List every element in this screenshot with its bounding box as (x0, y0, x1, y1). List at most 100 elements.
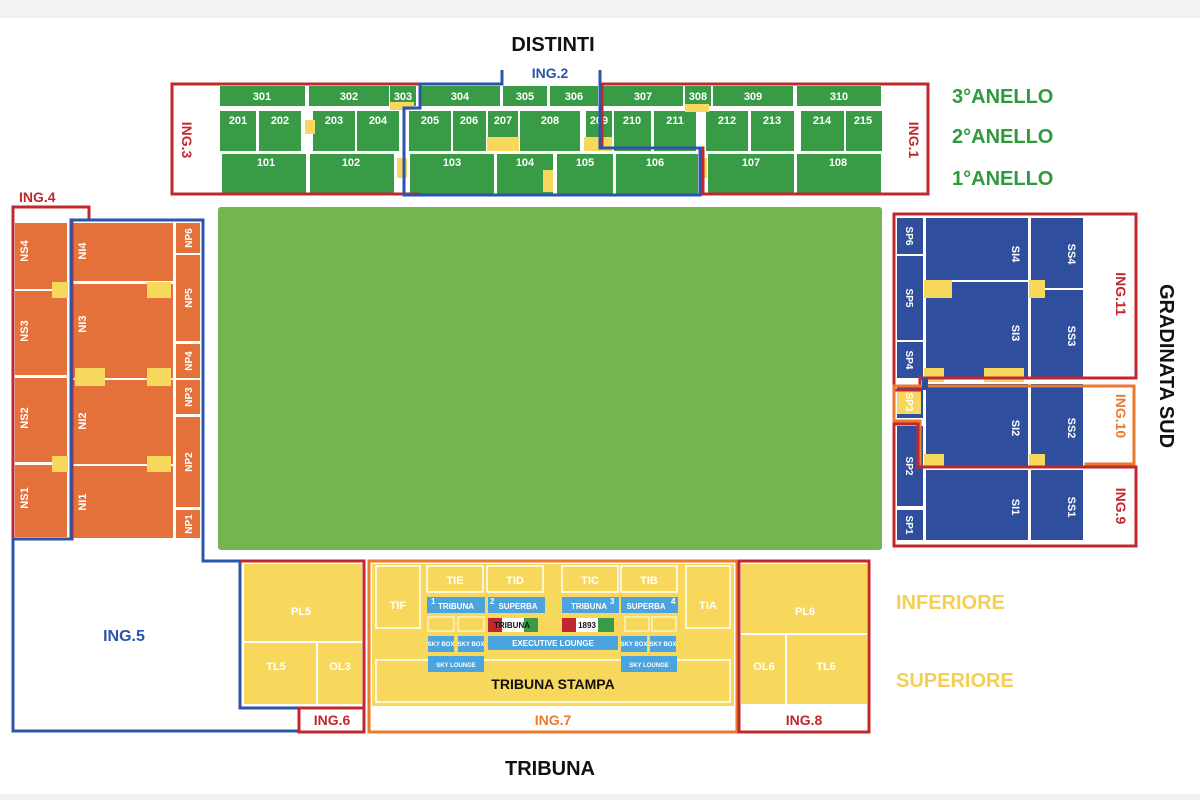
entrance-ing10[interactable]: ING.10 (1113, 394, 1129, 439)
sector-214[interactable] (801, 111, 844, 151)
sector-107[interactable] (708, 154, 794, 194)
sector-ni3[interactable] (73, 284, 173, 378)
sector-label: 106 (646, 157, 664, 169)
executive-lounge[interactable] (488, 636, 618, 650)
box-superba-2[interactable] (488, 597, 545, 613)
sector-203[interactable] (313, 111, 355, 151)
seat-block (427, 616, 455, 632)
sector-ni4[interactable] (73, 223, 173, 281)
sector-309[interactable] (713, 86, 793, 106)
sector-305[interactable] (503, 86, 547, 106)
sector-303[interactable] (390, 86, 416, 106)
sector-302[interactable] (309, 86, 389, 106)
entrance-ing7[interactable]: ING.7 (535, 712, 572, 728)
sector-208[interactable] (520, 111, 580, 151)
sector-215[interactable] (846, 111, 882, 151)
sector-ss4[interactable] (1031, 218, 1083, 288)
sector-101[interactable] (222, 154, 306, 194)
box-label: SKY BOX (621, 642, 648, 648)
stairway (147, 282, 171, 298)
sector-ss2[interactable] (1031, 384, 1083, 466)
entrance-ing9[interactable]: ING.9 (1113, 488, 1129, 525)
sector-np5[interactable] (176, 255, 200, 341)
sector-np6[interactable] (176, 223, 200, 253)
box-label: SKY LOUNGE (629, 663, 669, 669)
sector-label: PL5 (291, 606, 311, 618)
sector-label: SP1 (903, 516, 914, 535)
sector-106[interactable] (616, 154, 698, 194)
sector-np3[interactable] (176, 380, 200, 414)
sector-206[interactable] (453, 111, 486, 151)
sector-tia[interactable] (685, 565, 731, 629)
sector-sp4[interactable] (897, 342, 923, 378)
sector-308[interactable] (685, 86, 711, 106)
sector-108[interactable] (797, 154, 881, 194)
entrance-ing11[interactable]: ING.11 (1113, 272, 1129, 316)
sector-ns2[interactable] (15, 378, 67, 462)
sector-213[interactable] (751, 111, 794, 151)
sky-box[interactable] (428, 636, 454, 652)
sector-102[interactable] (310, 154, 394, 194)
sector-ss1[interactable] (1031, 470, 1083, 540)
sector-307[interactable] (603, 86, 683, 106)
entrance-outline-ing8 (737, 559, 871, 734)
sector-si2[interactable] (926, 384, 1028, 466)
stand-title-distinti: DISTINTI (511, 34, 594, 56)
sky-box[interactable] (458, 636, 484, 652)
sector-si4[interactable] (926, 218, 1028, 280)
sector-212[interactable] (706, 111, 748, 151)
entrance-ing6[interactable]: ING.6 (314, 712, 351, 728)
sky-box[interactable] (650, 636, 676, 652)
sector-np1[interactable] (176, 510, 200, 538)
sector-207[interactable] (488, 111, 518, 137)
sector-label: NP6 (184, 228, 195, 248)
box-label: TRIBUNA (571, 602, 607, 611)
sector-210[interactable] (614, 111, 651, 151)
sector-304[interactable] (420, 86, 500, 106)
entrance-ing4[interactable]: ING.4 (19, 189, 56, 205)
sector-205[interactable] (409, 111, 451, 151)
sector-sp1[interactable] (897, 510, 923, 540)
box-tribuna-1[interactable] (427, 597, 485, 613)
sky-box[interactable] (621, 636, 647, 652)
sector-201[interactable] (220, 111, 256, 151)
sector-tic[interactable] (561, 565, 619, 593)
sector-ns1[interactable] (15, 465, 67, 537)
stairway (75, 368, 105, 386)
sector-tie[interactable] (426, 565, 484, 593)
sector-306[interactable] (550, 86, 598, 106)
sector-301[interactable] (220, 86, 305, 106)
sector-105[interactable] (557, 154, 613, 194)
sector-ns3[interactable] (15, 291, 67, 375)
sector-204[interactable] (357, 111, 399, 151)
sector-tib[interactable] (620, 565, 678, 593)
sector-np2[interactable] (176, 417, 200, 507)
entrance-ing5[interactable]: ING.5 (103, 628, 145, 645)
sector-tid[interactable] (486, 565, 544, 593)
stairway (1029, 280, 1045, 298)
sector-tif[interactable] (375, 565, 421, 629)
stairway (147, 368, 171, 386)
pitch (218, 207, 882, 550)
sector-label: 310 (830, 91, 848, 103)
sector-ni2[interactable] (73, 380, 173, 464)
sector-202[interactable] (259, 111, 301, 151)
entrance-ing1[interactable]: ING.1 (906, 122, 922, 159)
entrance-ing3[interactable]: ING.3 (179, 122, 195, 159)
sector-ni1[interactable] (73, 466, 173, 538)
sector-ns4[interactable] (15, 223, 67, 289)
sector-label: NS2 (19, 407, 31, 428)
sector-si1[interactable] (926, 470, 1028, 540)
sector-103[interactable] (410, 154, 494, 194)
sector-211[interactable] (654, 111, 696, 151)
sector-sp6[interactable] (897, 218, 923, 254)
sector-310[interactable] (797, 86, 881, 106)
stairway (984, 368, 1024, 382)
entrance-ing2[interactable]: ING.2 (532, 65, 569, 81)
box-tribuna-3[interactable] (562, 597, 619, 613)
entrance-ing8[interactable]: ING.8 (786, 712, 823, 728)
box-superba-4[interactable] (621, 597, 678, 613)
sector-np4[interactable] (176, 344, 200, 378)
sector-ss3[interactable] (1031, 290, 1083, 378)
sector-sp5[interactable] (897, 256, 923, 340)
